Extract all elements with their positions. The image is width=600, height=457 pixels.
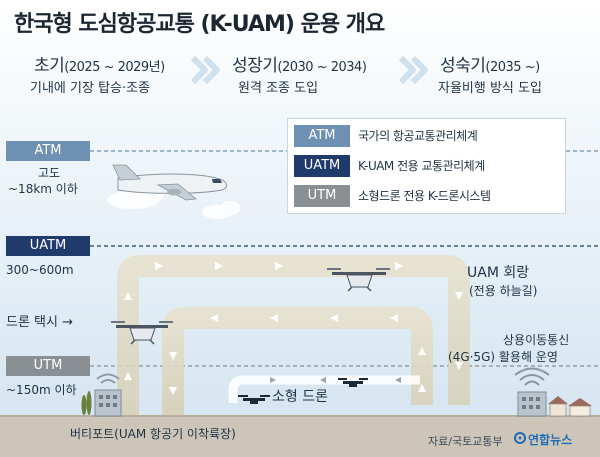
- legend-row-utm: UTM 소형드론 전용 K-드론시스템: [294, 185, 560, 207]
- legend-utm-code: UTM: [294, 185, 350, 207]
- phase-1-years: (2025 ~ 2029년): [64, 60, 165, 75]
- legend-atm-desc: 국가의 항공교통관리체계: [358, 129, 478, 143]
- airplane-icon: [112, 164, 227, 201]
- atm-altitude-line2: ~18km 이하: [8, 182, 78, 196]
- atm-band: ATM: [6, 141, 90, 161]
- corridor-arrows: [124, 262, 463, 395]
- signal-icon-left: [96, 373, 120, 384]
- uam-corridor-inner: [162, 307, 433, 415]
- clouds: [107, 185, 240, 219]
- small-drone-path: [228, 375, 420, 403]
- phase-1-heading: 초기(2025 ~ 2029년): [34, 51, 165, 76]
- phase-arrow-2: [398, 55, 428, 85]
- phase-2-desc: 원격 조종 도입: [238, 81, 319, 96]
- phase-arrow-1: [190, 55, 220, 85]
- utm-band: UTM: [6, 356, 90, 376]
- uatm-band: UATM: [6, 236, 90, 256]
- uatm-altitude: 300~600m: [6, 263, 74, 277]
- phase-2-name: 성장기: [232, 56, 278, 76]
- phase-3-years: (2035 ~): [485, 60, 540, 75]
- phase-2-years: (2030 ~ 2034): [277, 60, 367, 75]
- signal-icon-right: [514, 367, 550, 386]
- city-buildings-icon: [517, 391, 592, 417]
- yonhap-logo-icon: [514, 432, 526, 444]
- brand-label: 연합뉴스: [528, 433, 573, 447]
- phase-3-desc: 자율비행 방식 도입: [438, 81, 542, 96]
- mobile-network-line1: 상용이동통신: [503, 333, 570, 347]
- phase-1-desc: 기내에 기장 탑승·조종: [30, 81, 151, 96]
- uam-drone-icon-top: [327, 268, 390, 292]
- phase-1-name: 초기: [34, 56, 65, 76]
- trees-icon: [81, 391, 92, 415]
- vertiport-building-icon: [94, 389, 122, 417]
- page-title: 한국형 도심항공교통 (K-UAM) 운용 개요: [14, 12, 385, 37]
- utm-altitude: ~150m 이하: [6, 383, 77, 397]
- atm-altitude-line1: 고도: [38, 166, 61, 180]
- legend-atm-code: ATM: [294, 125, 350, 147]
- legend-box: ATM 국가의 항공교통관리체계 UATM K-UAM 전용 교통관리체계 UT…: [287, 118, 566, 214]
- phase-3-heading: 성숙기(2035 ~): [440, 51, 540, 76]
- small-drone-label: 소형 드론: [272, 389, 328, 405]
- legend-row-uatm: UATM K-UAM 전용 교통관리체계: [294, 155, 560, 177]
- small-drone-path-arrows: [270, 377, 401, 383]
- phase-2-heading: 성장기(2030 ~ 2034): [232, 51, 367, 76]
- legend-uatm-code: UATM: [294, 155, 350, 177]
- source-label: 자료/국토교통부: [428, 435, 503, 448]
- mobile-network-line2: (4G·5G) 활용해 운영: [448, 350, 558, 364]
- legend-utm-desc: 소형드론 전용 K-드론시스템: [358, 189, 491, 203]
- legend-uatm-desc: K-UAM 전용 교통관리체계: [358, 159, 485, 173]
- legend-row-atm: ATM 국가의 항공교통관리체계: [294, 125, 560, 147]
- uam-corridor-subtitle: (전용 하늘길): [469, 284, 538, 298]
- uam-corridor-title: UAM 회랑: [467, 265, 530, 281]
- small-drone-icon-1: [238, 395, 270, 404]
- small-drone-icon-2: [338, 378, 368, 387]
- phase-3-name: 성숙기: [440, 56, 486, 76]
- ground: [0, 415, 600, 457]
- uam-corridor-outer: [117, 255, 470, 415]
- uam-drone-icon-left: [111, 321, 173, 345]
- drone-taxi-label: 드론 택시 →: [6, 315, 73, 330]
- vertiport-label: 버티포트(UAM 항공기 이착륙장): [70, 427, 236, 441]
